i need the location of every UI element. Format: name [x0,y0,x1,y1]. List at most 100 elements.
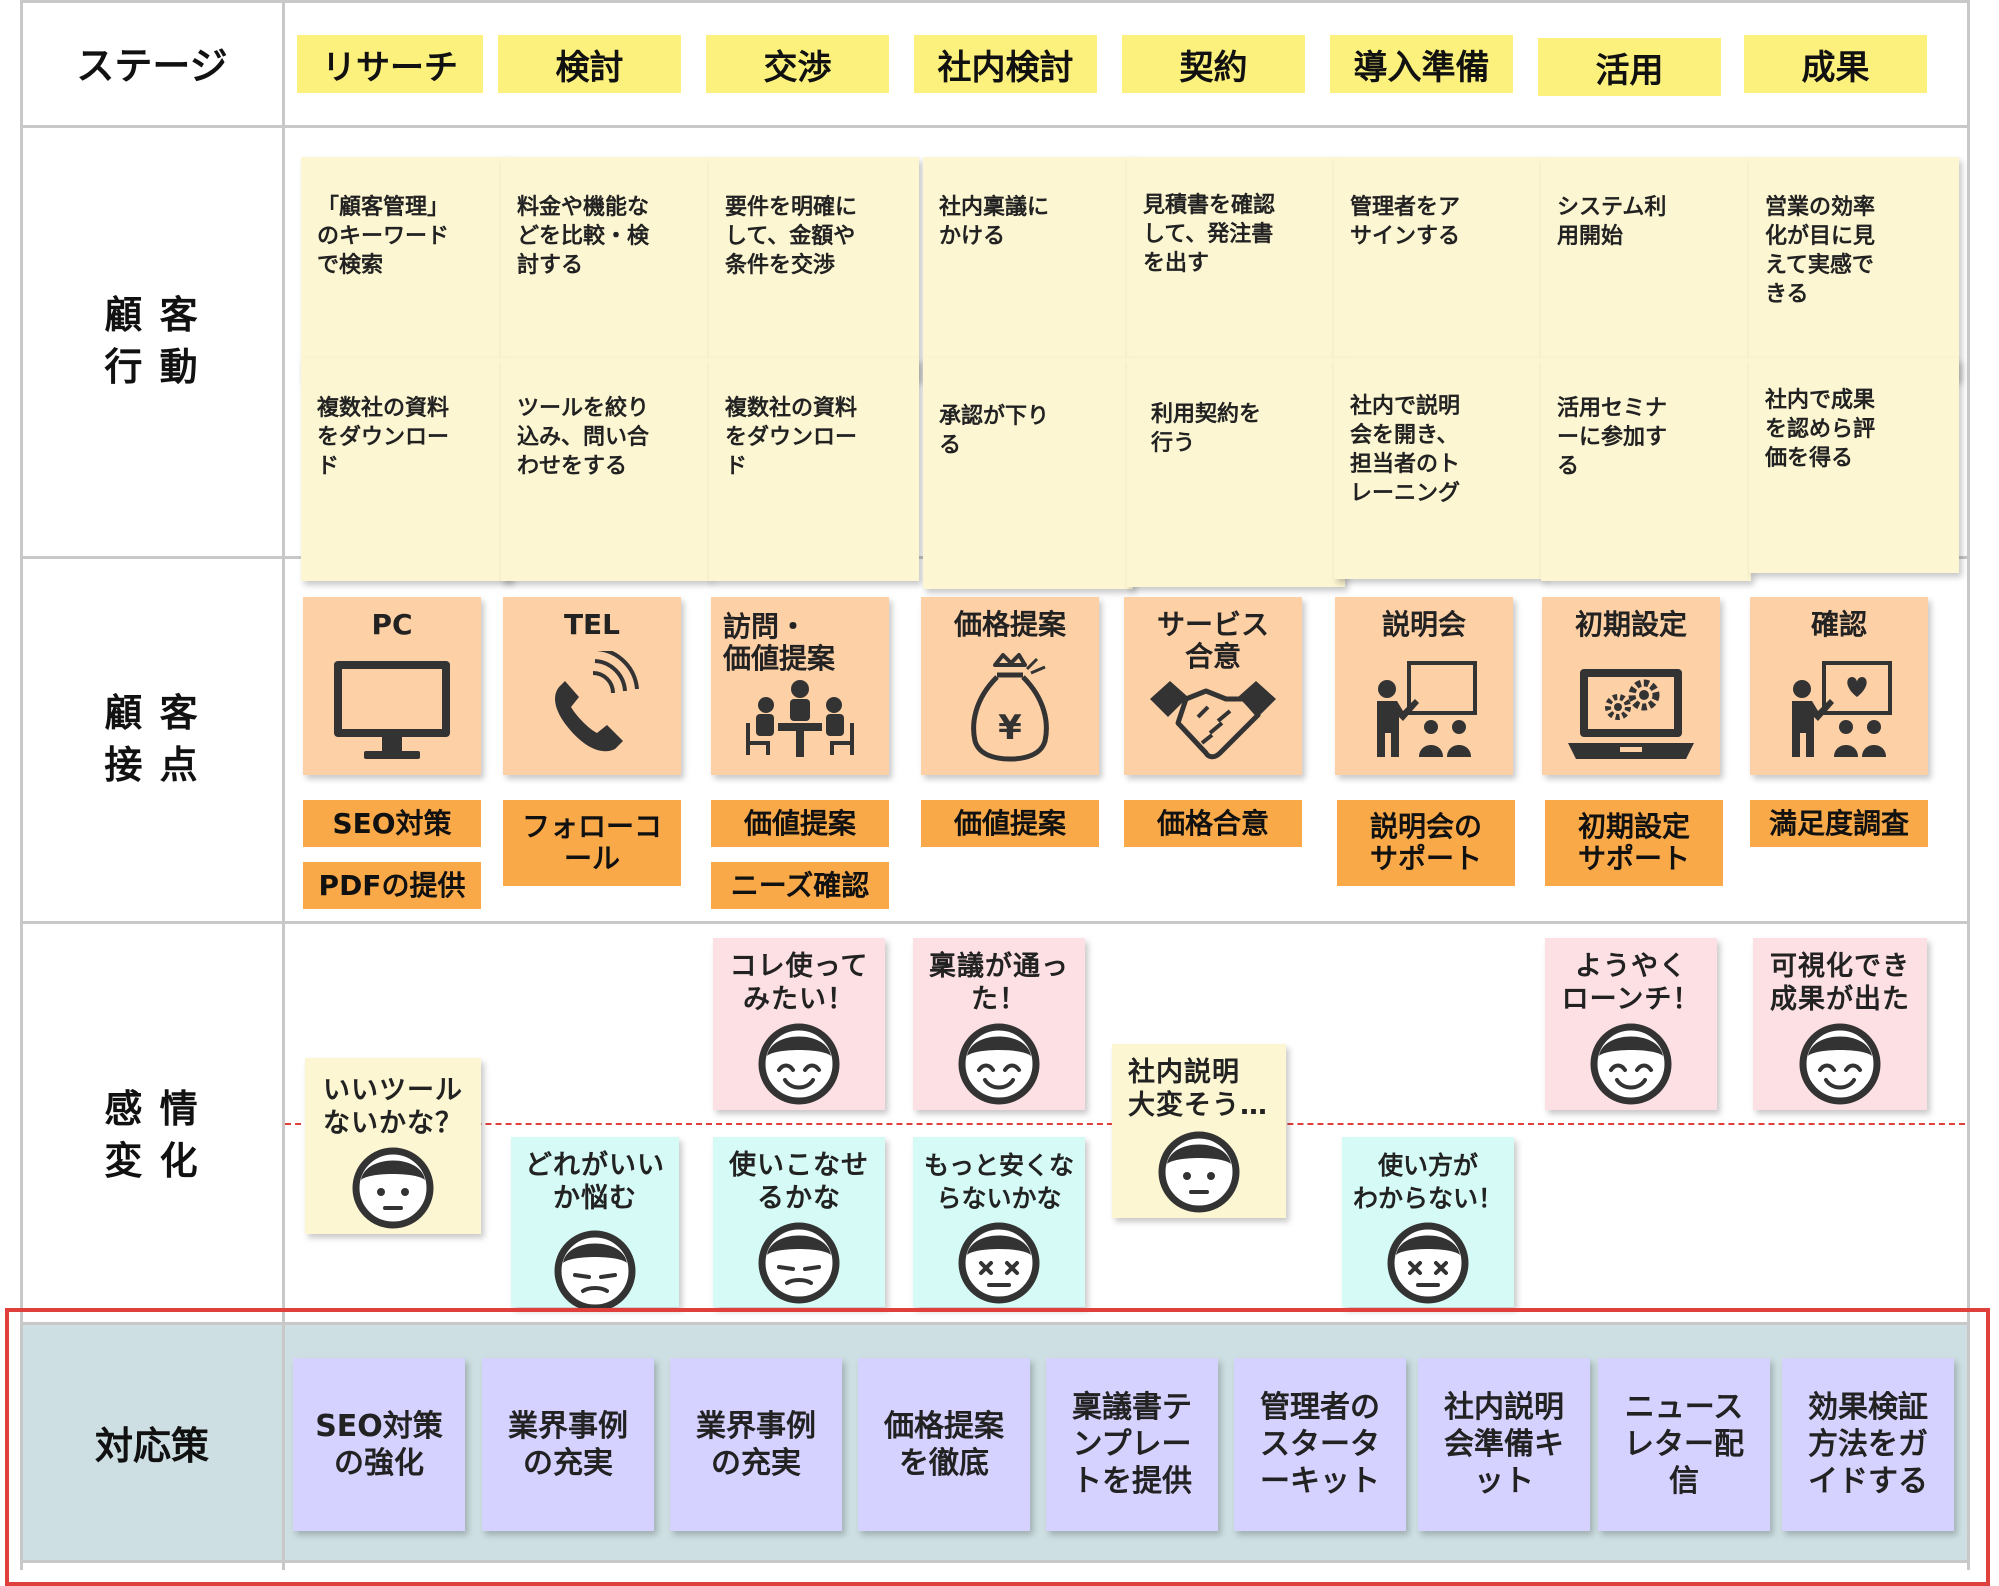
behavior-note: 要件を明確に して、金額や 条件を交渉 [709,157,919,380]
emotion-text: もっと安くな らないかな [923,1151,1074,1213]
smile-face-icon [958,1023,1040,1105]
countermeasure-card: 管理者の スタータ ーキット [1234,1358,1406,1531]
touchpoint-tag: フォローコ ール [503,800,681,886]
touchpoint-label: サービス 合意 [1156,608,1269,673]
tired-face-icon [758,1222,840,1304]
emotion-card: 使いこなせ るかな [713,1137,885,1307]
behavior-note: 利用契約を 行う [1127,358,1345,587]
behavior-note: 営業の効率 化が目に見 えて実感で きる [1749,157,1959,380]
phone-icon [555,651,639,752]
emotion-text: どれがいい か悩む [525,1150,665,1214]
behavior-note: 社内で説明 会を開き、 担当者のト レーニング [1334,358,1544,579]
touchpoint-tag: ニーズ確認 [711,862,889,909]
touchpoint-label: 確認 [1810,608,1867,641]
presentation-heart-icon [1792,661,1892,757]
emotion-text: 社内説明 大変そう… [1128,1057,1268,1121]
countermeasure-card: 稟議書テ ンプレー トを提供 [1046,1358,1218,1531]
money-bag-icon: ¥ [971,653,1049,762]
smile-face-icon [758,1023,840,1105]
touchpoint-price-proposal: 価格提案 ¥ [921,597,1099,775]
neutral-face-icon [352,1147,434,1229]
grid-right-border [1967,0,1970,1570]
smile-face-icon [1799,1023,1881,1105]
behavior-note: 社内で成果 を認めら評 価を得る [1749,358,1959,573]
touchpoint-label: PC [371,608,413,641]
row-label-emotion: 感 情 変 化 [104,1087,200,1183]
stage-utilization: 活用 [1538,38,1721,96]
countermeasure-card: 業界事例 の充実 [670,1358,842,1531]
svg-text:¥: ¥ [998,708,1022,748]
grid-bottom-border [20,1560,1970,1563]
row-label-stage: ステージ [76,44,228,88]
stage-results: 成果 [1744,35,1927,93]
grid-top-border [20,0,1970,3]
touchpoint-label: TEL [563,608,621,641]
emotion-card: 可視化でき 成果が出た [1753,938,1927,1110]
tired-face-icon [554,1230,636,1312]
emotion-card: 稟議が通っ た！ [913,938,1085,1110]
touchpoint-label: 説明会 [1381,608,1466,641]
behavior-note: システム利 用開始 [1541,157,1751,380]
stage-contract: 契約 [1122,35,1305,93]
touchpoint-visit: 訪問・ 価値提案 [711,597,889,775]
row-label-behavior: 顧 客 行 動 [104,292,200,389]
touchpoint-tel: TEL [503,597,681,775]
countermeasure-highlight-frame [5,1308,1990,1586]
neutral-face-icon [1158,1131,1240,1213]
monitor-icon [334,661,450,759]
touchpoint-label: 訪問・ 価値提案 [723,610,836,675]
emotion-card: いいツール ないかな？ [305,1058,481,1234]
row-label-countermeasure: 対応策 [94,1423,209,1468]
behavior-note: 料金や機能な どを比較・検 討する [501,157,711,380]
countermeasure-card: ニュース レター配 信 [1598,1358,1770,1531]
touchpoint-service-agreement: サービス 合意 [1124,597,1302,775]
stage-onboarding-prep: 導入準備 [1330,35,1513,93]
stage-internal-review: 社内検討 [914,35,1097,93]
touchpoint-initial-setup: 初期設定 [1542,597,1720,775]
meeting-icon [746,680,854,757]
handshake-icon [1150,681,1276,760]
touchpoint-tag: 満足度調査 [1750,800,1928,847]
grid-label-divider [282,0,285,1570]
behavior-note: 活用セミナ ーに参加す る [1541,358,1751,581]
grid-left-border [20,0,23,1570]
emotion-text: 稟議が通っ た！ [929,951,1069,1015]
emotion-text: ようやく ローンチ！ [1561,951,1701,1015]
countermeasure-card: 社内説明 会準備キ ット [1418,1358,1590,1531]
touchpoint-tag: SEO対策 [303,800,481,847]
emotion-card: どれがいい か悩む [511,1137,679,1312]
grid-line-touchpoint [20,921,1970,924]
touchpoint-tag: 初期設定 サポート [1545,800,1723,886]
emotion-card: ようやく ローンチ！ [1545,938,1717,1110]
dizzy-face-icon [1387,1222,1469,1304]
behavior-note: 複数社の資料 をダウンロー ド [301,358,511,581]
touchpoint-pc: PC [303,597,481,775]
countermeasure-card: 効果検証 方法をガ イドする [1782,1358,1954,1531]
emotion-text: 可視化でき 成果が出た [1770,951,1910,1015]
countermeasure-card: 価格提案 を徹底 [858,1358,1030,1531]
dizzy-face-icon [958,1222,1040,1304]
touchpoint-tag: 価格合意 [1124,800,1302,847]
countermeasure-card: 業界事例 の充実 [482,1358,654,1531]
behavior-note: 社内稟議に かける [923,157,1133,380]
emotion-card: コレ使って みたい！ [713,938,885,1110]
emotion-text: 使い方が わからない！ [1352,1151,1503,1213]
behavior-note: ツールを絞り 込み、問い合 わせをする [501,358,711,581]
touchpoint-tag: 説明会の サポート [1337,800,1515,886]
touchpoint-tag: 価値提案 [921,800,1099,847]
touchpoint-confirmation: 確認 [1750,597,1928,775]
stage-negotiation: 交渉 [706,35,889,93]
stage-consideration: 検討 [498,35,681,93]
emotion-text: コレ使って みたい！ [729,951,869,1015]
behavior-note: 「顧客管理」 のキーワード で検索 [301,157,511,380]
behavior-note: 承認が下り る [923,358,1133,589]
behavior-note: 見積書を確認 して、発注書 を出す [1127,157,1337,378]
stage-research: リサーチ [297,35,483,93]
touchpoint-tag: 価値提案 [711,800,889,847]
touchpoint-label: 価格提案 [953,608,1066,641]
emotion-card: 社内説明 大変そう… [1112,1044,1286,1218]
emotion-text: 使いこなせ るかな [729,1150,869,1214]
row-label-touchpoint: 顧 客 接 点 [104,690,200,787]
touchpoint-tag: PDFの提供 [303,862,481,909]
presentation-icon [1377,661,1477,757]
